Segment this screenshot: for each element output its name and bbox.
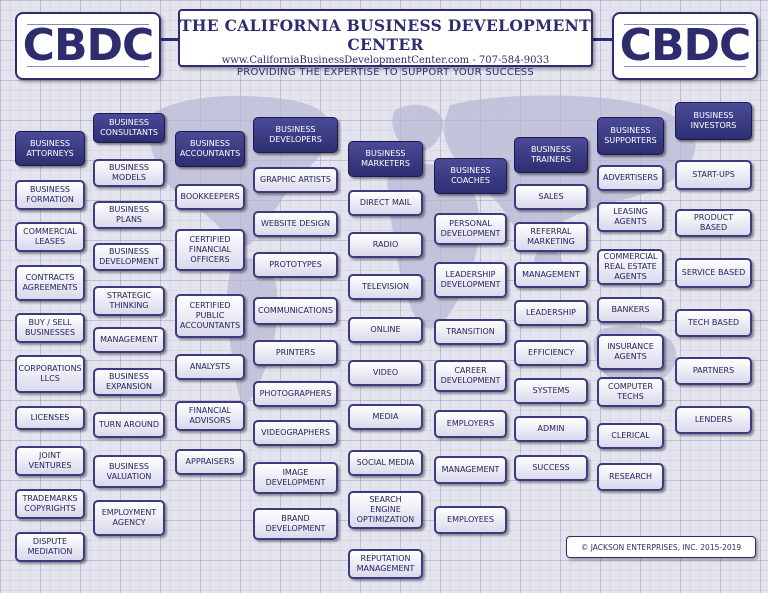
service-item-marketers-4[interactable]: VIDEO [348, 360, 423, 386]
service-item-investors-1[interactable]: PRODUCT BASED [675, 209, 752, 237]
header-connector-left [159, 38, 180, 41]
tagline: PROVIDING THE EXPERTISE TO SUPPORT YOUR … [236, 67, 535, 78]
service-item-supporters-4[interactable]: INSURANCE AGENTS [597, 334, 664, 370]
service-item-developers-5[interactable]: PHOTOGRAPHERS [253, 381, 338, 407]
service-item-developers-0[interactable]: GRAPHIC ARTISTS [253, 167, 338, 193]
service-item-trainers-6[interactable]: ADMIN [514, 416, 588, 442]
service-item-consultants-3[interactable]: STRATEGIC THINKING [93, 286, 165, 316]
category-heading-attorneys[interactable]: BUSINESS ATTORNEYS [15, 131, 85, 166]
service-item-consultants-1[interactable]: BUSINESS PLANS [93, 201, 165, 229]
service-item-trainers-3[interactable]: LEADERSHIP [514, 300, 588, 326]
service-item-marketers-2[interactable]: TELEVISION [348, 274, 423, 300]
service-item-coaches-4[interactable]: EMPLOYERS [434, 410, 507, 438]
service-item-trainers-2[interactable]: MANAGEMENT [514, 262, 588, 288]
service-item-supporters-6[interactable]: CLERICAL [597, 423, 664, 449]
service-item-coaches-3[interactable]: CAREER DEVELOPMENT [434, 360, 507, 392]
logo-right-text: CBDC [619, 20, 752, 71]
category-heading-coaches[interactable]: BUSINESS COACHES [434, 158, 507, 194]
service-item-supporters-1[interactable]: LEASING AGENTS [597, 202, 664, 232]
service-item-attorneys-3[interactable]: BUY / SELL BUSINESSES [15, 313, 85, 343]
category-heading-supporters[interactable]: BUSINESS SUPPORTERS [597, 117, 664, 155]
service-item-trainers-5[interactable]: SYSTEMS [514, 378, 588, 404]
service-item-supporters-0[interactable]: ADVERTISERS [597, 165, 664, 191]
page-header: THE CALIFORNIA BUSINESS DEVELOPMENT CENT… [178, 9, 593, 78]
service-item-marketers-0[interactable]: DIRECT MAIL [348, 190, 423, 216]
service-item-trainers-4[interactable]: EFFICIENCY [514, 340, 588, 366]
service-item-supporters-7[interactable]: RESEARCH [597, 463, 664, 491]
service-item-coaches-2[interactable]: TRANSITION [434, 319, 507, 345]
category-heading-accountants[interactable]: BUSINESS ACCOUNTANTS [175, 131, 245, 167]
service-item-developers-4[interactable]: PRINTERS [253, 340, 338, 366]
logo-left-text: CBDC [22, 20, 155, 71]
category-heading-marketers[interactable]: BUSINESS MARKETERS [348, 141, 423, 177]
service-item-accountants-1[interactable]: CERTIFIED FINANCIAL OFFICERS [175, 229, 245, 271]
cbdc-logo-left: CBDC [15, 12, 161, 80]
service-item-developers-6[interactable]: VIDEOGRAPHERS [253, 420, 338, 446]
service-item-consultants-4[interactable]: MANAGEMENT [93, 327, 165, 353]
category-heading-investors[interactable]: BUSINESS INVESTORS [675, 102, 752, 140]
service-item-accountants-5[interactable]: APPRAISERS [175, 449, 245, 475]
category-heading-developers[interactable]: BUSINESS DEVELOPERS [253, 117, 338, 153]
service-item-developers-1[interactable]: WEBSITE DESIGN [253, 211, 338, 237]
copyright-notice: © JACKSON ENTERPRISES, INC. 2015-2019 [566, 536, 756, 558]
service-item-marketers-6[interactable]: SOCIAL MEDIA [348, 450, 423, 476]
service-item-coaches-0[interactable]: PERSONAL DEVELOPMENT [434, 213, 507, 245]
service-item-coaches-1[interactable]: LEADERSHIP DEVELOPMENT [434, 262, 507, 298]
service-item-marketers-7[interactable]: SEARCH ENGINE OPTIMIZATION [348, 491, 423, 529]
service-item-attorneys-5[interactable]: LICENSES [15, 406, 85, 430]
service-item-developers-3[interactable]: COMMUNICATIONS [253, 297, 338, 325]
service-item-trainers-1[interactable]: REFERRAL MARKETING [514, 222, 588, 252]
service-item-coaches-5[interactable]: MANAGEMENT [434, 456, 507, 484]
service-item-coaches-6[interactable]: EMPLOYEES [434, 506, 507, 534]
service-item-investors-2[interactable]: SERVICE BASED [675, 258, 752, 288]
service-item-trainers-0[interactable]: SALES [514, 184, 588, 210]
service-item-accountants-2[interactable]: CERTIFIED PUBLIC ACCOUNTANTS [175, 294, 245, 338]
page-title: THE CALIFORNIA BUSINESS DEVELOPMENT CENT… [180, 16, 591, 54]
service-item-supporters-5[interactable]: COMPUTER TECHS [597, 377, 664, 407]
service-item-consultants-2[interactable]: BUSINESS DEVELOPMENT [93, 243, 165, 271]
service-item-marketers-5[interactable]: MEDIA [348, 404, 423, 430]
service-item-trainers-7[interactable]: SUCCESS [514, 455, 588, 481]
cbdc-logo-right: CBDC [612, 12, 758, 80]
service-item-attorneys-0[interactable]: BUSINESS FORMATION [15, 180, 85, 210]
header-connector-right [591, 38, 614, 41]
service-item-consultants-0[interactable]: BUSINESS MODELS [93, 159, 165, 187]
category-heading-consultants[interactable]: BUSINESS CONSULTANTS [93, 113, 165, 143]
service-item-attorneys-8[interactable]: DISPUTE MEDIATION [15, 532, 85, 562]
service-item-developers-8[interactable]: BRAND DEVELOPMENT [253, 508, 338, 540]
service-item-investors-5[interactable]: LENDERS [675, 406, 752, 434]
service-item-investors-3[interactable]: TECH BASED [675, 309, 752, 337]
service-item-attorneys-4[interactable]: CORPORATIONS LLCS [15, 355, 85, 393]
service-item-supporters-3[interactable]: BANKERS [597, 297, 664, 323]
service-item-developers-2[interactable]: PROTOTYPES [253, 252, 338, 278]
service-item-marketers-8[interactable]: REPUTATION MANAGEMENT [348, 549, 423, 579]
category-heading-trainers[interactable]: BUSINESS TRAINERS [514, 137, 588, 173]
service-item-accountants-0[interactable]: BOOKKEEPERS [175, 184, 245, 210]
service-item-accountants-4[interactable]: FINANCIAL ADVISORS [175, 401, 245, 431]
service-item-attorneys-7[interactable]: TRADEMARKS COPYRIGHTS [15, 489, 85, 519]
service-item-marketers-3[interactable]: ONLINE [348, 317, 423, 343]
service-item-consultants-8[interactable]: EMPLOYMENT AGENCY [93, 500, 165, 536]
service-item-consultants-5[interactable]: BUSINESS EXPANSION [93, 368, 165, 396]
service-item-consultants-6[interactable]: TURN AROUND [93, 412, 165, 438]
service-item-investors-0[interactable]: START-UPS [675, 160, 752, 190]
service-item-developers-7[interactable]: IMAGE DEVELOPMENT [253, 462, 338, 494]
service-item-attorneys-1[interactable]: COMMERCIAL LEASES [15, 222, 85, 252]
service-item-attorneys-6[interactable]: JOINT VENTURES [15, 446, 85, 476]
service-item-investors-4[interactable]: PARTNERS [675, 357, 752, 385]
service-item-attorneys-2[interactable]: CONTRACTS AGREEMENTS [15, 265, 85, 301]
service-item-supporters-2[interactable]: COMMERCIAL REAL ESTATE AGENTS [597, 249, 664, 285]
website-phone: www.CaliforniaBusinessDevelopmentCenter.… [221, 55, 550, 66]
service-item-consultants-7[interactable]: BUSINESS VALUATION [93, 455, 165, 488]
service-item-accountants-3[interactable]: ANALYSTS [175, 354, 245, 380]
service-item-marketers-1[interactable]: RADIO [348, 232, 423, 258]
